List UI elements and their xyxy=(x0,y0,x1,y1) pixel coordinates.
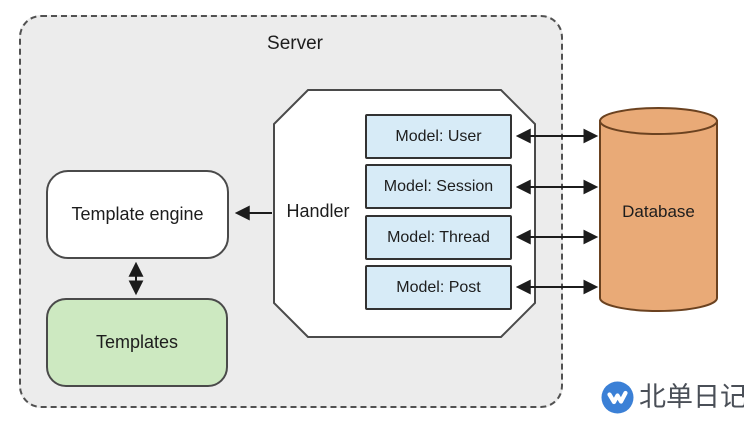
template-engine-label: Template engine xyxy=(71,204,204,224)
model-box-thread: Model: Thread xyxy=(365,215,512,260)
model-box-user: Model: User xyxy=(365,114,512,159)
model-box-post: Model: Post xyxy=(365,265,512,310)
handler-label: Handler xyxy=(286,201,350,221)
model-thread-label: Model: Thread xyxy=(387,228,490,246)
templates-label: Templates xyxy=(95,332,179,352)
templates-node: Templates xyxy=(46,298,228,387)
model-box-session: Model: Session xyxy=(365,164,512,209)
model-session-label: Model: Session xyxy=(383,177,494,195)
watermark: 北单日记 xyxy=(601,381,744,414)
brand-logo-icon xyxy=(601,381,634,414)
database-shape xyxy=(599,107,718,312)
template-engine-node: Template engine xyxy=(46,170,229,259)
model-post-label: Model: Post xyxy=(396,278,481,296)
model-user-label: Model: User xyxy=(395,127,482,145)
server-label: Server xyxy=(267,33,323,54)
watermark-text: 北单日记 xyxy=(639,382,744,412)
database-label: Database xyxy=(622,202,695,221)
